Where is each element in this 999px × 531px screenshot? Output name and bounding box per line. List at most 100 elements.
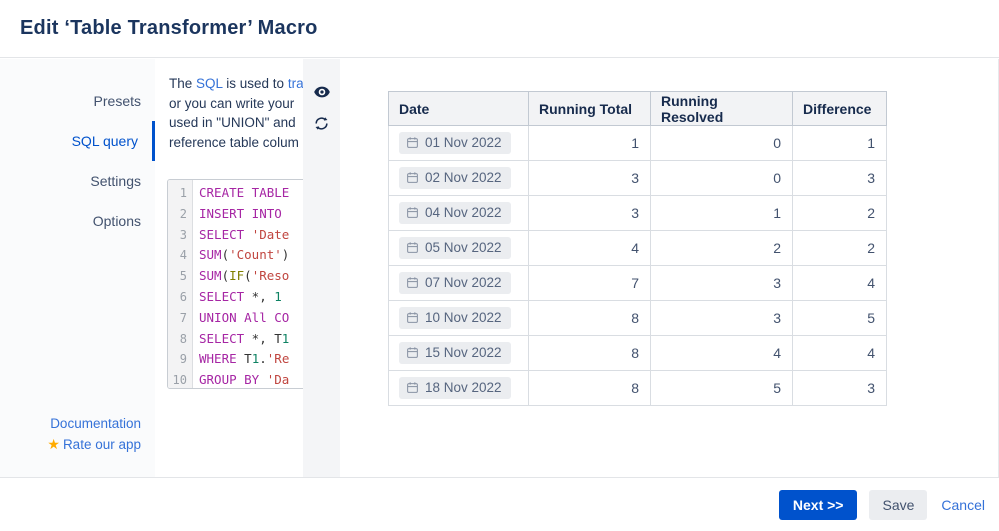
code-line: SUM(IF('Reso (199, 268, 290, 284)
code-line: SELECT 'Date (199, 226, 290, 242)
difference-cell: 2 (792, 230, 887, 266)
running-total-cell: 3 (528, 195, 651, 231)
date-value: 10 Nov 2022 (425, 310, 502, 325)
sidebar-item-settings[interactable]: Settings (90, 173, 141, 189)
line-number: 1 (179, 186, 187, 200)
preview-eye-icon[interactable] (313, 83, 331, 101)
running-total-cell: 1 (528, 125, 651, 161)
date-badge: 01 Nov 2022 (399, 132, 511, 154)
running-total-cell: 8 (528, 300, 651, 336)
line-number: 4 (179, 248, 187, 263)
date-value: 02 Nov 2022 (425, 170, 502, 185)
running-resolved-cell: 0 (650, 160, 793, 196)
code-line: CREATE TABLE (199, 185, 290, 200)
difference-cell: 2 (792, 195, 887, 231)
sidebar-footer: Documentation ★Rate our app (0, 414, 155, 477)
save-button[interactable]: Save (869, 490, 928, 520)
line-number: 2 (179, 206, 187, 221)
description-link[interactable]: SQL (196, 76, 223, 91)
description-text: or you can write your (169, 95, 295, 111)
sidebar-item-presets[interactable]: Presets (93, 93, 141, 109)
sidebar-item-options[interactable]: Options (92, 213, 141, 229)
code-line: UNION All CO (199, 309, 290, 325)
code-line: GROUP BY 'Da (199, 372, 290, 388)
date-badge: 18 Nov 2022 (399, 377, 511, 399)
description-text: used in "UNION" and (169, 115, 296, 130)
star-icon: ★ (47, 436, 60, 452)
running-total-cell: 8 (528, 335, 651, 371)
running-total-cell: 8 (528, 370, 651, 406)
description-text: The (169, 76, 197, 91)
running-resolved-cell: 1 (650, 195, 793, 231)
date-cell: 02 Nov 2022 (388, 160, 529, 196)
code-line: INSERT INTO (199, 205, 290, 221)
description-text: is used to (222, 76, 288, 91)
calendar-icon (407, 207, 418, 218)
column-header-difference: Difference (792, 91, 887, 126)
description-line: or you can write your (169, 94, 303, 114)
difference-cell: 3 (792, 160, 887, 196)
column-header-date: Date (388, 91, 529, 126)
date-cell: 15 Nov 2022 (388, 335, 529, 371)
date-badge: 10 Nov 2022 (399, 307, 511, 329)
dialog-title: Edit ‘Table Transformer’ Macro (20, 17, 318, 39)
next-button[interactable]: Next >> (778, 490, 858, 520)
running-total-cell: 7 (528, 265, 651, 301)
calendar-icon (407, 242, 418, 253)
line-number: 7 (179, 310, 187, 325)
date-cell: 05 Nov 2022 (388, 230, 529, 266)
cancel-link[interactable]: Cancel (941, 497, 985, 513)
description-link[interactable]: tra (287, 76, 303, 91)
calendar-icon (407, 137, 418, 148)
dialog-header: Edit ‘Table Transformer’ Macro (0, 0, 999, 58)
running-resolved-cell: 2 (650, 230, 793, 266)
difference-cell: 5 (792, 300, 887, 336)
rate-app-link[interactable]: Rate our app (62, 437, 141, 452)
code-line: WHERE T1.'Re (199, 351, 290, 367)
column-header-running-total: Running Total (528, 91, 651, 126)
sidebar-item-sql-query[interactable]: SQL query (0, 121, 155, 161)
documentation-link[interactable]: Documentation (50, 416, 141, 431)
date-value: 04 Nov 2022 (425, 205, 502, 220)
calendar-icon (407, 347, 418, 358)
description-line: reference table colum (169, 133, 303, 153)
difference-cell: 4 (792, 335, 887, 371)
running-resolved-cell: 4 (650, 335, 793, 371)
running-resolved-cell: 3 (650, 300, 793, 336)
description-line: The SQL is used to tra (169, 74, 303, 94)
running-resolved-cell: 0 (650, 125, 793, 161)
refresh-icon[interactable] (313, 114, 331, 132)
date-value: 15 Nov 2022 (425, 345, 502, 360)
date-cell: 07 Nov 2022 (388, 265, 529, 301)
difference-cell: 1 (792, 125, 887, 161)
date-badge: 07 Nov 2022 (399, 272, 511, 294)
line-number: 10 (172, 373, 187, 388)
line-number: 5 (179, 269, 187, 284)
running-total-cell: 4 (528, 230, 651, 266)
date-cell: 01 Nov 2022 (388, 125, 529, 161)
line-number: 3 (179, 227, 187, 242)
editor-toolbar (303, 59, 340, 477)
dialog-footer: Next >> Save Cancel (0, 479, 999, 531)
date-value: 07 Nov 2022 (425, 275, 502, 290)
